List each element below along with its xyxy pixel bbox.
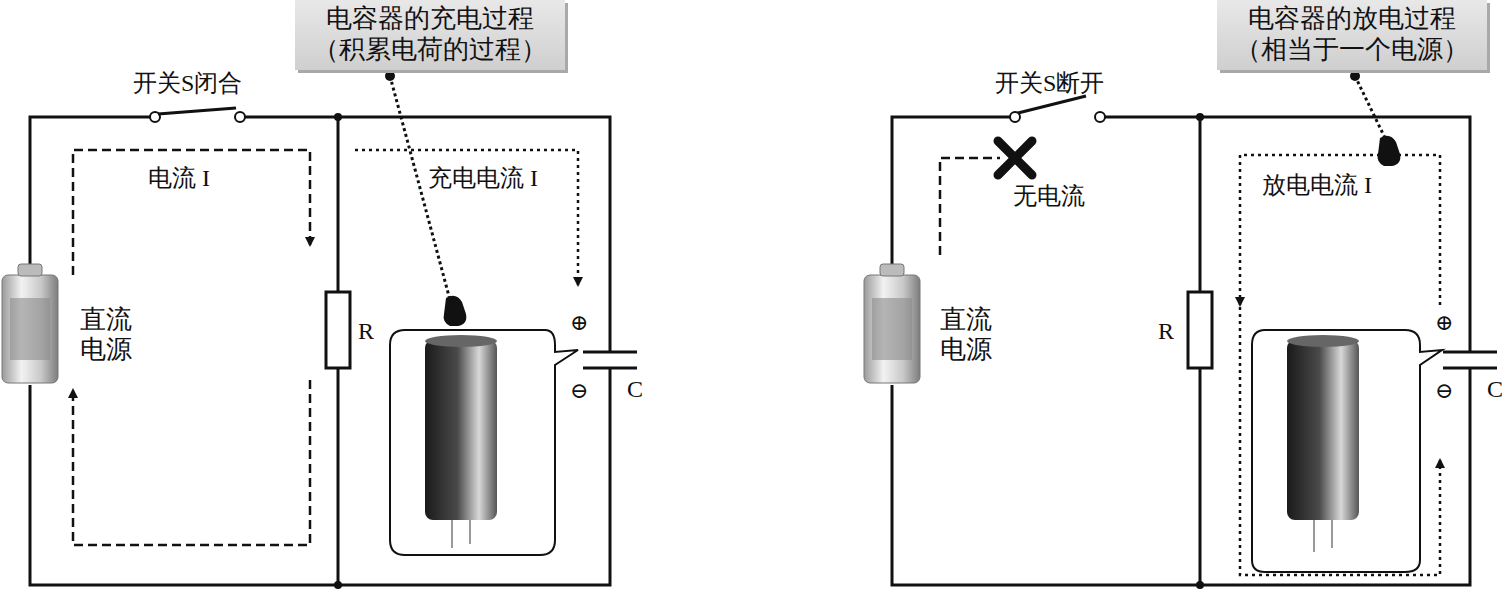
capacitor-symbol	[583, 352, 637, 368]
current-path	[73, 150, 310, 545]
switch-contact	[235, 112, 245, 122]
circuit-label: 直流 电源	[80, 305, 137, 365]
switch-blade	[1018, 96, 1086, 113]
circuit-label: ⊕	[1435, 310, 1453, 335]
circuit-label: ⊕	[570, 310, 588, 335]
resistor-symbol	[1188, 292, 1212, 368]
circuit-label: ⊖	[1435, 378, 1453, 403]
circuit-label: 电流 I	[148, 165, 210, 193]
switch-blade	[158, 108, 236, 114]
battery-symbol	[2, 264, 58, 383]
battery-symbol	[864, 264, 920, 383]
switch-contact	[1095, 112, 1105, 122]
cross-mark	[998, 141, 1032, 175]
circuit-label: 放电电流 I	[1262, 172, 1372, 200]
circuit-label: C	[627, 376, 643, 404]
leader-line	[1350, 71, 1400, 166]
callout-box: 电容器的放电过程（相当于一个电源）	[1217, 0, 1487, 70]
callout-text: 电容器的充电过程	[313, 3, 547, 34]
circuit-label: 开关S断开	[995, 70, 1104, 98]
circuit-label: C	[1487, 376, 1503, 404]
circuit-label: 直流 电源	[940, 305, 997, 365]
wires-left	[30, 117, 610, 585]
wires-right	[892, 117, 1470, 585]
callout-text: 电容器的放电过程	[1235, 3, 1469, 34]
circuit-label: 开关S闭合	[133, 70, 242, 98]
circuit-label: R	[1158, 318, 1174, 346]
circuit-label: R	[358, 318, 374, 346]
capacitor-photo	[1252, 330, 1442, 572]
leader-line	[385, 71, 466, 326]
charge-current-path	[355, 150, 578, 285]
circuit-label: 无电流	[1013, 183, 1085, 211]
circuit-label: 充电电流 I	[428, 165, 538, 193]
capacitor-symbol	[1443, 352, 1497, 368]
current-path	[940, 158, 1000, 255]
circuit-label: ⊖	[570, 378, 588, 403]
capacitor-photo	[390, 330, 578, 555]
resistor-symbol	[326, 292, 350, 368]
callout-text: （相当于一个电源）	[1235, 34, 1469, 65]
callout-box: 电容器的充电过程（积累电荷的过程）	[295, 0, 565, 70]
callout-text: （积累电荷的过程）	[313, 34, 547, 65]
